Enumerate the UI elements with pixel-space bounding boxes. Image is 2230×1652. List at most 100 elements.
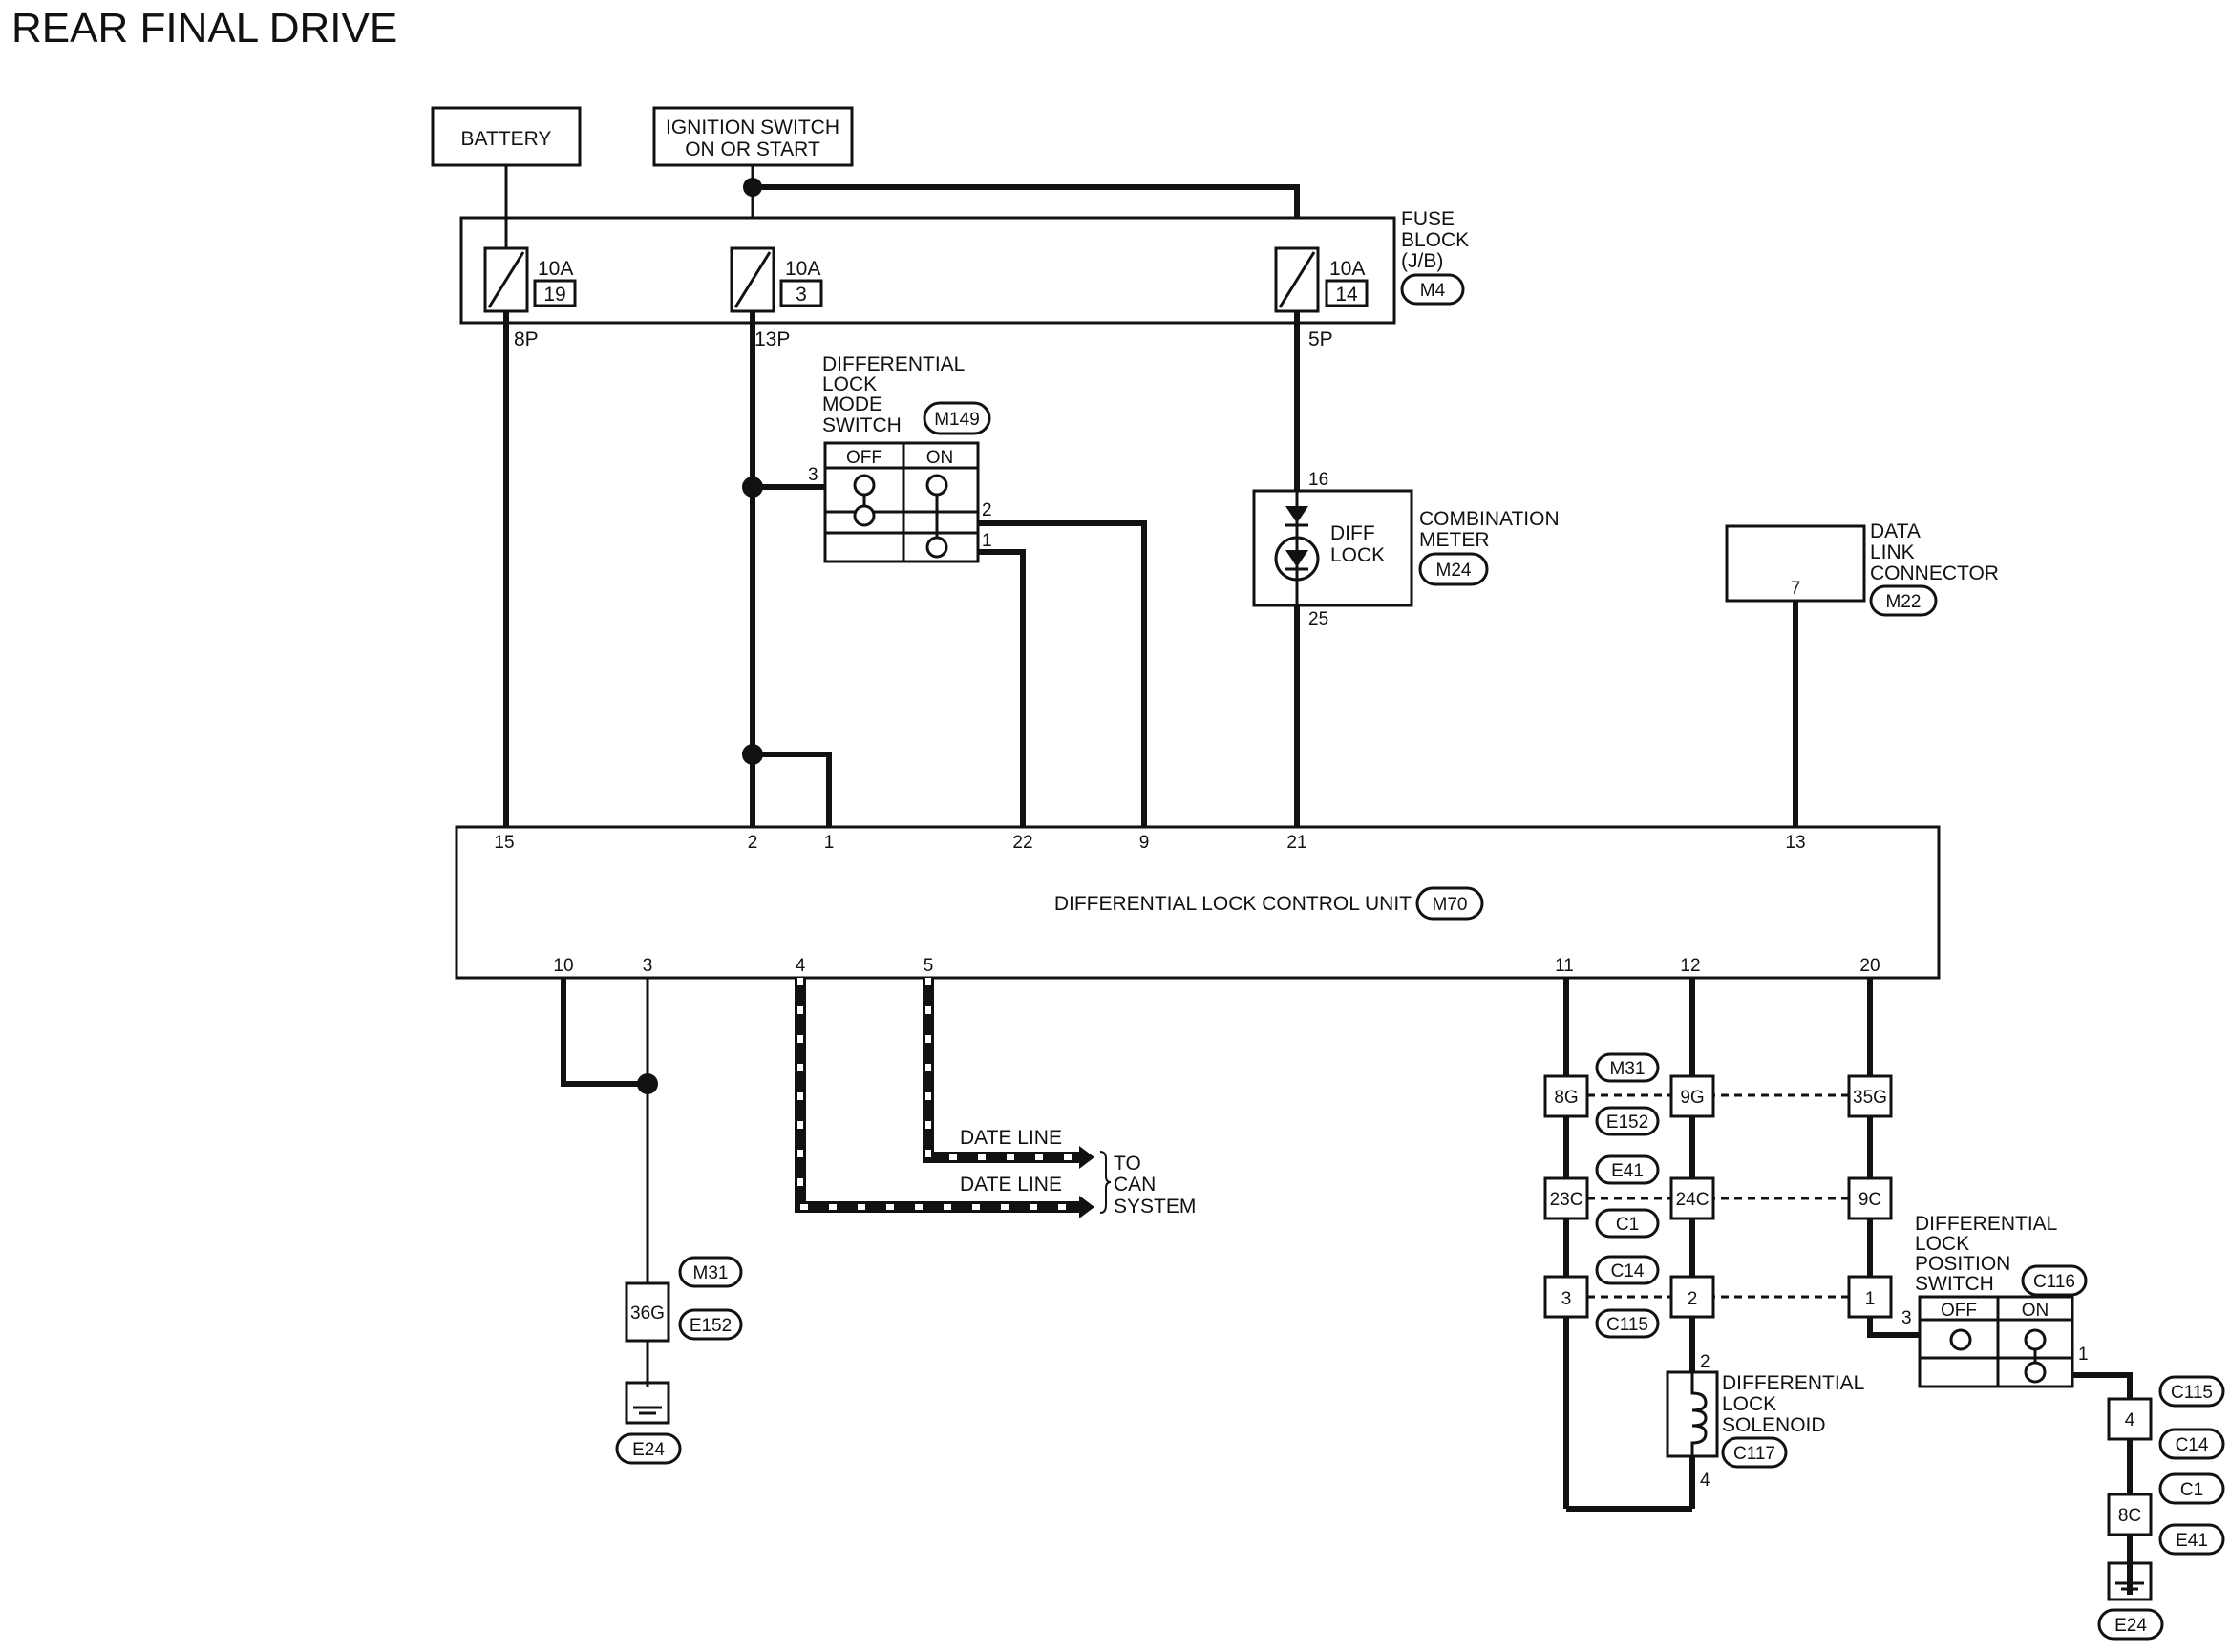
data-link-connector: 7 DATA LINK CONNECTOR M22: [1725, 520, 1999, 617]
junction-box: [1669, 1074, 1715, 1118]
cu-pin: 22: [1012, 833, 1032, 853]
arrow-icon: [1079, 1146, 1094, 1169]
switch-col-on: ON: [2022, 1301, 2049, 1321]
fuse-slash: [1278, 251, 1316, 308]
can-dest-1: TO: [1114, 1153, 1141, 1175]
dlc-pin: 7: [1791, 579, 1801, 599]
can-dest-3: SYSTEM: [1114, 1196, 1196, 1218]
connector-pill: [1595, 1106, 1660, 1136]
connector-pill: [1415, 886, 1484, 921]
junction-label: 8C: [2118, 1506, 2141, 1526]
ignition-box: [652, 106, 854, 167]
fuse-pin: 5P: [1308, 328, 1333, 350]
can-label-2: DATE LINE: [960, 1174, 1062, 1196]
splice-dot: [637, 1073, 658, 1094]
switch-contact: [2024, 1361, 2047, 1384]
connector-pill: [923, 401, 991, 435]
switch-contact: [1949, 1328, 1972, 1351]
switch-pin: 2: [982, 500, 992, 520]
ignition-switch: IGNITION SWITCH ON OR START: [652, 106, 854, 167]
dlc-box: [1725, 524, 1866, 603]
fuse-pin: 8P: [514, 328, 539, 350]
fuse-block-label-2: BLOCK: [1401, 229, 1469, 251]
fuse-number-box: [779, 279, 823, 307]
switch-pin: 1: [982, 531, 992, 551]
ground-id: E24: [632, 1440, 665, 1460]
indicator-label-1: DIFF: [1330, 522, 1375, 544]
fuse-19: 10A 19: [483, 218, 577, 313]
control-unit-label: DIFFERENTIAL LOCK CONTROL UNIT: [1054, 893, 1412, 915]
pos-switch-label-4: SWITCH: [1915, 1273, 1994, 1295]
coil-icon: [1690, 1372, 1708, 1456]
switch-table: [823, 441, 980, 563]
junction-label: 2: [1688, 1289, 1698, 1309]
cu-pin: 10: [553, 956, 573, 976]
connector-pill: [2158, 1523, 2225, 1556]
fuse-number: 19: [543, 284, 565, 306]
connector-pill: [678, 1308, 743, 1341]
connector-pill: [2021, 1264, 2088, 1297]
junction-label: 9G: [1680, 1088, 1704, 1108]
ignition-label-line2: ON OR START: [685, 138, 820, 160]
connector-id: M22: [1886, 592, 1922, 612]
junction-label: 9C: [1858, 1190, 1881, 1210]
switch-contact: [925, 474, 948, 497]
junction-label: 23C: [1550, 1190, 1583, 1210]
junction-label: 24C: [1676, 1190, 1710, 1210]
fuse-rating: 10A: [785, 258, 820, 280]
arrow-icon: [1079, 1196, 1094, 1218]
mode-switch-label-2: LOCK: [822, 373, 877, 395]
connector-id: E41: [2176, 1531, 2208, 1551]
solenoid-label-1: DIFFERENTIAL: [1722, 1372, 1864, 1394]
junction-box: [1669, 1176, 1715, 1220]
can-label-1: DATE LINE: [960, 1127, 1062, 1149]
led-arrow: [1285, 550, 1308, 567]
harness-row-3: 3 2 1 C14 C115: [1543, 1255, 1893, 1339]
connector-id: C117: [1733, 1444, 1775, 1464]
junction-box: [1847, 1074, 1893, 1118]
indicator-label-2: LOCK: [1330, 544, 1385, 566]
connector-id: C14: [1611, 1261, 1645, 1281]
connector-id: M31: [693, 1263, 729, 1283]
switch-contact: [853, 504, 876, 527]
connector-id: E152: [690, 1316, 732, 1336]
fuse-pin: 13P: [754, 328, 790, 350]
solenoid-pin-top: 2: [1700, 1352, 1710, 1372]
connector-pill: [615, 1432, 682, 1465]
fuse-number: 14: [1335, 284, 1358, 306]
connector-pill: [1595, 1308, 1660, 1339]
cu-pin: 15: [494, 833, 514, 853]
connector-pill: [2158, 1375, 2225, 1408]
connector-id: C1: [2180, 1480, 2203, 1500]
junction-box: [2107, 1397, 2153, 1441]
junction-label: 3: [1561, 1289, 1572, 1309]
cu-pin: 3: [643, 956, 653, 976]
ignition-label-line1: IGNITION SWITCH: [666, 116, 839, 138]
junction-box: [1847, 1275, 1893, 1319]
cu-pin: 11: [1555, 956, 1574, 976]
fuse-number-box: [533, 279, 577, 307]
fuse-block: 10A 19 10A 3 10A 14 FUSE BLOCK (J/B) M4 …: [459, 208, 1469, 350]
switch-pin: 3: [1901, 1308, 1912, 1328]
junction-label: 8G: [1554, 1088, 1578, 1108]
connector-pill: [1595, 1255, 1660, 1285]
switch-contact: [853, 474, 876, 497]
differential-lock-position-switch: DIFFERENTIAL LOCK POSITION SWITCH C116 O…: [1901, 1213, 2089, 1388]
harness-row-1: 8G 9G 35G M31 E152: [1543, 1052, 1893, 1136]
fuse-block-label-1: FUSE: [1401, 208, 1455, 230]
ground-right: 4 C115 C14 8C C1 E41 E24: [2097, 1375, 2225, 1641]
switch-pin: 3: [808, 465, 818, 485]
battery: BATTERY: [431, 106, 582, 167]
cu-pin: 12: [1680, 956, 1700, 976]
fuse-14: 10A 14: [1274, 246, 1369, 313]
can-line-5-pattern: [925, 978, 1079, 1160]
connector-pill: [1418, 552, 1489, 586]
dlc-label-1: DATA: [1870, 520, 1921, 542]
junction-box: [1669, 1275, 1715, 1319]
switch-contact: [2024, 1328, 2047, 1351]
cu-pin: 20: [1859, 956, 1880, 976]
cu-pin: 13: [1785, 833, 1805, 853]
pos-switch-label-1: DIFFERENTIAL: [1915, 1213, 2057, 1235]
can-line-4: [795, 978, 1079, 1213]
